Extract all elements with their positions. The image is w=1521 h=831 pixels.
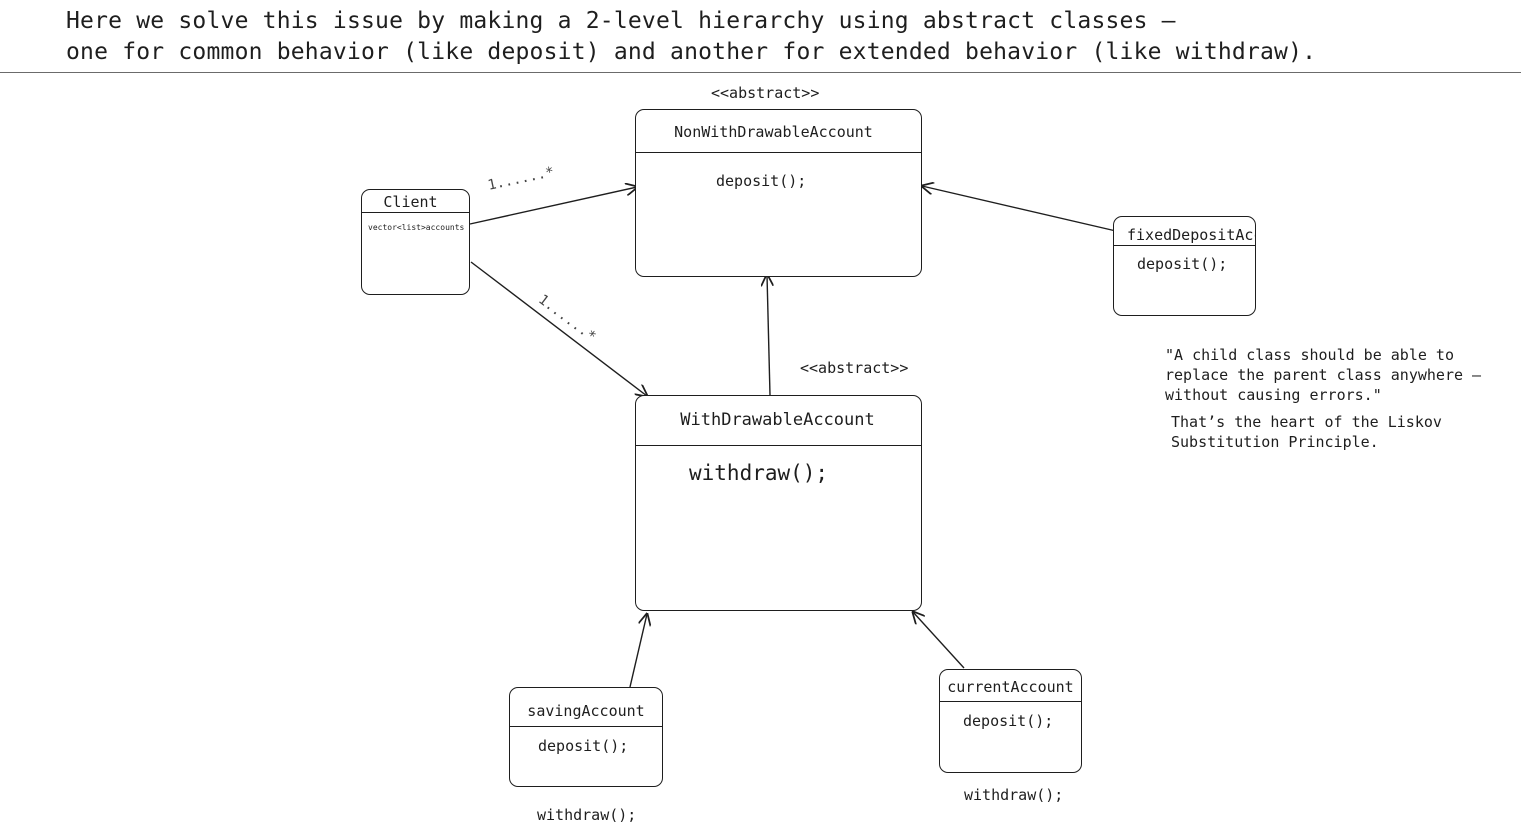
- liskov-quote: "A child class should be able to replace…: [1165, 346, 1482, 404]
- saving-withdraw-method: withdraw();: [537, 806, 637, 824]
- heading: Here we solve this issue by making a 2-l…: [66, 6, 1316, 68]
- current-withdraw-method: withdraw();: [964, 786, 1064, 804]
- class-saving-account: savingAccount deposit();: [509, 687, 663, 787]
- association-client-withdrawable: [470, 261, 647, 396]
- class-method: withdraw();: [689, 461, 829, 485]
- heading-divider: [0, 72, 1521, 73]
- class-divider: [510, 726, 662, 727]
- heading-line-2: one for common behavior (like deposit) a…: [66, 39, 1317, 65]
- class-method: deposit();: [963, 712, 1054, 730]
- class-name: currentAccount: [947, 678, 1074, 696]
- withdrawable-stereotype: <<abstract>>: [800, 359, 909, 377]
- inheritance-withdrawable-to-nonwithdrawable: [767, 275, 770, 396]
- liskov-summary: That’s the heart of the Liskov Substitut…: [1171, 413, 1442, 451]
- association-client-nonwithdrawable: [469, 187, 637, 225]
- class-attribute: vector<list>accounts: [368, 223, 465, 232]
- inheritance-fixed-to-nonwithdrawable: [922, 186, 1117, 232]
- class-name: WithDrawableAccount: [680, 410, 875, 430]
- class-nonwithdrawable-account: NonWithDrawableAccount deposit();: [635, 109, 922, 277]
- class-name: fixedDepositAcc: [1127, 226, 1256, 244]
- class-name: NonWithDrawableAccount: [674, 123, 873, 141]
- class-divider: [636, 445, 921, 446]
- class-method: deposit();: [538, 737, 629, 755]
- class-fixed-deposit-account: fixedDepositAcc deposit();: [1113, 216, 1256, 316]
- class-divider: [1114, 245, 1255, 246]
- class-divider: [636, 152, 921, 153]
- class-divider: [362, 212, 469, 213]
- inheritance-saving-to-withdrawable: [629, 614, 647, 688]
- class-method: deposit();: [1137, 255, 1228, 273]
- inheritance-current-to-withdrawable: [913, 612, 965, 669]
- class-method: deposit();: [716, 172, 807, 190]
- class-client: Client vector<list>accounts: [361, 189, 470, 295]
- class-current-account: currentAccount deposit();: [939, 669, 1082, 773]
- class-name: savingAccount: [527, 702, 645, 720]
- nonwithdrawable-stereotype: <<abstract>>: [711, 84, 820, 102]
- class-withdrawable-account: WithDrawableAccount withdraw();: [635, 395, 922, 611]
- class-divider: [940, 701, 1081, 702]
- class-name: Client: [383, 193, 438, 211]
- heading-line-1: Here we solve this issue by making a 2-l…: [66, 8, 1176, 34]
